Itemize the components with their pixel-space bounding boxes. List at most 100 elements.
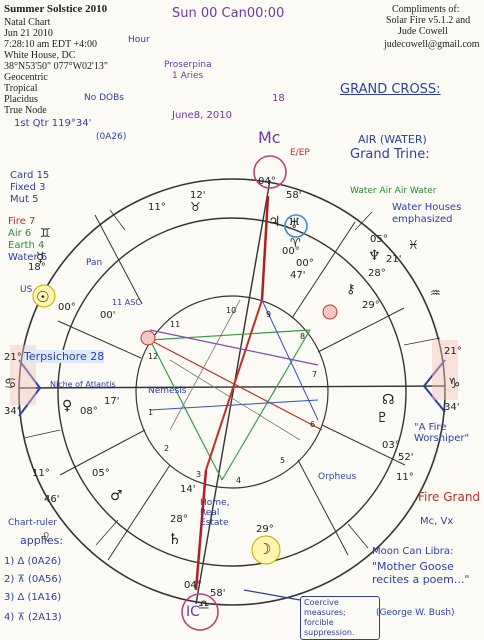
mars-degree: 05° xyxy=(92,468,110,479)
gemini-sign-icon: ♊ xyxy=(40,226,51,240)
compliments-email: judecowell@gmail.com xyxy=(384,39,480,50)
mc-ic-axis xyxy=(195,179,271,605)
node-degree: 11° xyxy=(396,472,414,483)
aspect-entry-3: 3) Δ (1A16) xyxy=(4,592,62,603)
chart-ruler-label: Chart-ruler xyxy=(8,518,58,528)
moon-libra-label: Moon Can Libra: xyxy=(372,546,454,557)
sun-highlight-circle xyxy=(32,284,56,308)
sun-cancer-note: Sun 00 Can00:00 xyxy=(172,6,285,21)
sign-divider xyxy=(347,523,369,549)
sign-divider xyxy=(95,519,119,546)
proserpina-note: Proserpina xyxy=(164,60,212,70)
aspect-entry-4: 4) ⊼ (2A13) xyxy=(4,612,62,623)
applies-label: applies: xyxy=(20,534,64,547)
tally-mutable: Mut 5 xyxy=(10,194,39,205)
chart-title: Summer Solstice 2010 xyxy=(4,3,108,15)
chart-subtitle: Natal Chart xyxy=(4,17,51,28)
cusp-2-minute: 46' xyxy=(44,494,60,505)
house-number-7: 7 xyxy=(312,370,318,379)
cusp-line-2 xyxy=(59,429,146,476)
grand-cross-title: GRAND CROSS: xyxy=(340,82,441,97)
pan-label: Pan xyxy=(86,258,103,268)
asc-marker xyxy=(18,359,42,417)
fire-worshiper-note: "A Fire Worshiper" xyxy=(414,422,470,444)
dsc-marker xyxy=(422,359,446,413)
grand-trine-label: Grand Trine: xyxy=(350,147,430,162)
capricorn-sign-icon: ♑ xyxy=(448,376,461,392)
aspect-line-red xyxy=(205,299,263,471)
compliments-line-2: Solar Fire v5.1.2 and xyxy=(386,15,471,26)
venus-glyph-icon: ♀ xyxy=(62,398,73,414)
compliments-line-3: Jude Cowell xyxy=(398,26,448,37)
asc-minute: 34' xyxy=(4,406,20,417)
venus-minute: 17' xyxy=(104,396,120,407)
venus-degree: 08° xyxy=(80,406,98,417)
mc-highlight-circle xyxy=(253,155,287,189)
aspect-line-green xyxy=(149,329,311,341)
dsc-degree: 21° xyxy=(444,346,462,357)
pink-point-8 xyxy=(322,304,338,320)
neptune-degree: 28° xyxy=(368,268,386,279)
tally-water: Water 6 xyxy=(8,252,48,263)
aspect-line-blue xyxy=(149,399,319,411)
mercury-glyph-icon: ☿ xyxy=(36,250,45,266)
no-dobs-note: No DOBs xyxy=(84,93,124,103)
house-ring xyxy=(135,295,329,489)
fire-grand-label: Fire Grand xyxy=(418,490,481,504)
ic-big-label: IC xyxy=(186,604,200,620)
saturn-glyph-icon: ♄ xyxy=(168,530,182,548)
house-number-9: 9 xyxy=(266,310,272,319)
cusp-line-5 xyxy=(297,459,349,556)
cusp-11-degree: 11° xyxy=(148,202,166,213)
cusp-2-degree: 11° xyxy=(32,468,50,479)
mc-big-label: Mc xyxy=(258,128,281,147)
house-number-3: 3 xyxy=(196,470,202,479)
mc-vx-label: Mc, Vx xyxy=(420,516,454,527)
house-number-12: 12 xyxy=(148,352,159,361)
cusp-line-6 xyxy=(321,424,406,466)
chiron-glyph-icon: ⚷ xyxy=(346,282,356,297)
coercive-arrow xyxy=(243,589,301,601)
sign-divider xyxy=(354,211,373,231)
first-quarter-note: 1st Qtr 119°34' xyxy=(14,118,92,129)
asc-midpoint-label: 11 ASC xyxy=(112,298,141,307)
outer-ring xyxy=(18,178,446,606)
cancer-sign-icon: ♋ xyxy=(4,376,17,392)
dsc-minute: 34' xyxy=(444,402,460,413)
house-number-2: 2 xyxy=(164,444,170,453)
pisces-sign-icon: ♓ xyxy=(408,238,419,252)
moon-highlight-circle xyxy=(251,535,281,565)
chart-time: 7:28:10 am EDT +4:00 xyxy=(4,39,97,50)
chart-system-3: Placidus xyxy=(4,94,38,105)
pink-point-12 xyxy=(140,330,156,346)
tally-fire: Fire 7 xyxy=(8,216,36,227)
sign-divider xyxy=(403,337,441,346)
aquarius-sign-icon: ♒ xyxy=(430,286,441,300)
nemesis-label: Nemesis xyxy=(148,386,187,396)
chart-system-4: True Node xyxy=(4,105,47,116)
aspect-line-blue xyxy=(261,299,319,421)
sun-glyph-icon: ☉ xyxy=(36,288,50,306)
orpheus-label: Orpheus xyxy=(318,472,357,482)
chart-coords: 38°N53'50" 077°W02'13" xyxy=(4,61,108,72)
ic-degree: 04° xyxy=(184,580,202,591)
aspect-line-green xyxy=(221,329,311,481)
pluto-degree: 03° xyxy=(382,440,400,451)
uranus-glyph-icon: ♅ xyxy=(288,216,301,232)
house-number-4: 4 xyxy=(236,476,242,485)
aspect-line-red xyxy=(149,339,323,431)
cusp-8-degree: 05° xyxy=(370,234,388,245)
aspect-line-gray xyxy=(169,359,301,441)
compliments-line-1: Compliments of: xyxy=(392,4,460,15)
sun-minute: 00' xyxy=(100,310,116,321)
jupiter-glyph-icon: ♃ xyxy=(268,214,281,230)
cusp-11-minute: 12' xyxy=(190,190,206,201)
asc-dsc-axis xyxy=(18,385,446,389)
tally-air: Air 6 xyxy=(8,228,32,239)
chart-system-2: Tropical xyxy=(4,83,38,94)
june8-note: June8, 2010 xyxy=(172,110,232,121)
aspect-line-green xyxy=(149,339,223,481)
george-bush-attribution: (George W. Bush) xyxy=(376,608,455,618)
aries-18-note: 18 xyxy=(272,93,285,104)
moon-glyph-icon: ☽ xyxy=(258,540,272,558)
